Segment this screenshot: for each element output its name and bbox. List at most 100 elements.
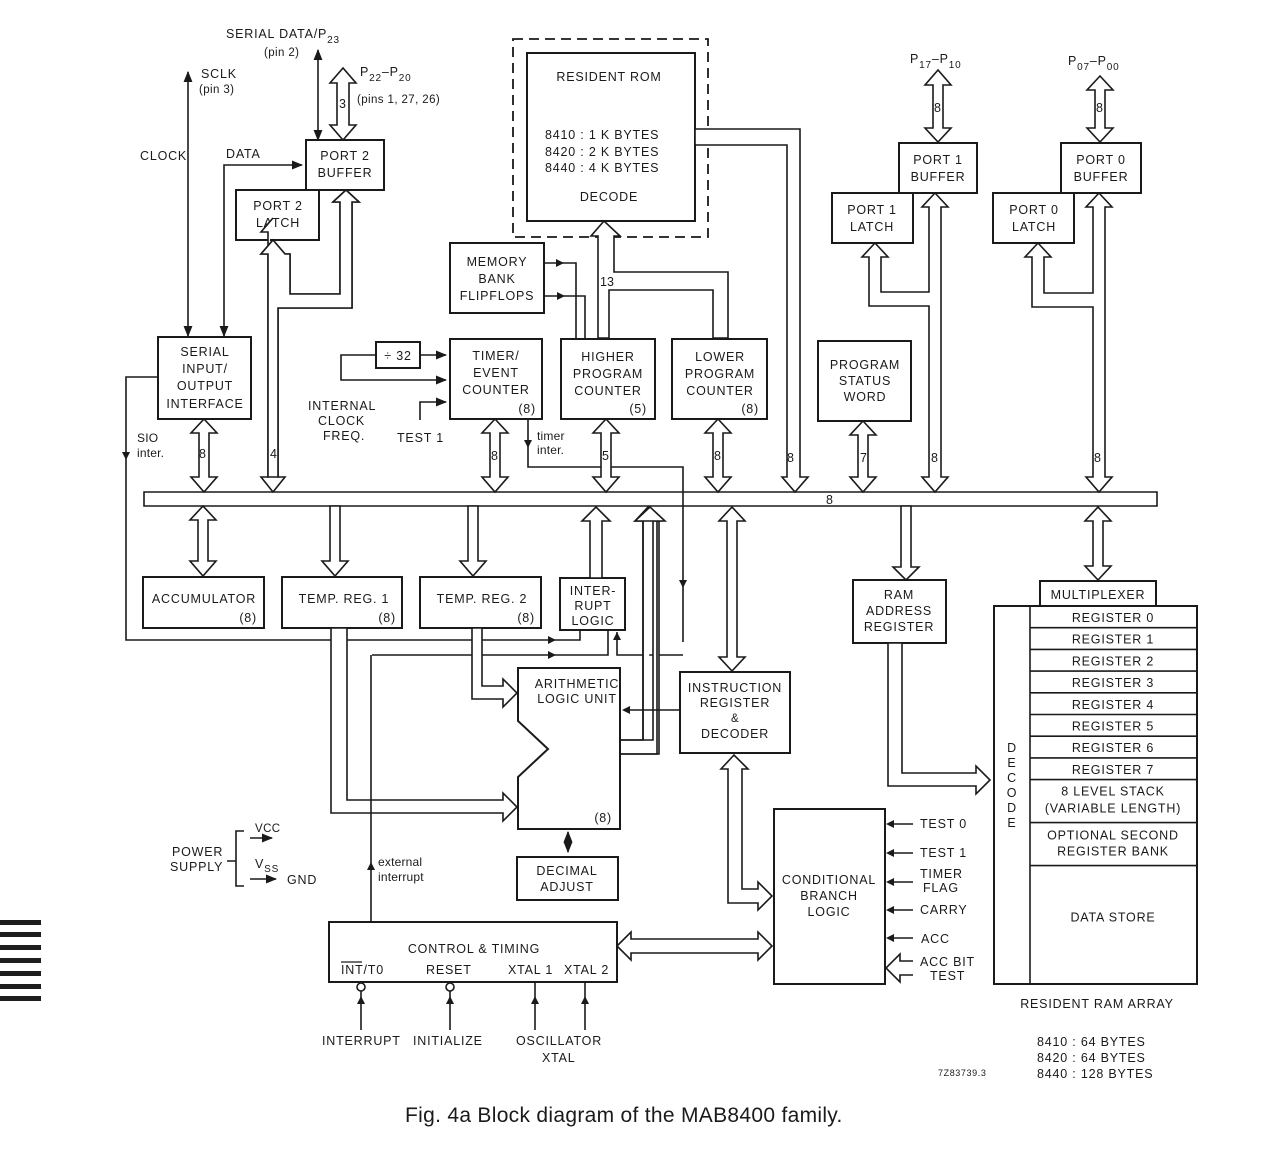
port1-latch: PORT 1 LATCH — [831, 192, 914, 244]
svg-text:REGISTER: REGISTER — [864, 620, 934, 634]
internal-clock-label-1: INTERNAL — [308, 399, 376, 413]
branch-input-timer: TIMER — [920, 867, 963, 881]
svg-text:BUFFER: BUFFER — [1074, 170, 1129, 184]
vcc-label: VCC — [255, 823, 280, 835]
port2-latch: PORT 2 LATCH — [235, 189, 320, 241]
svg-text:COUNTER: COUNTER — [686, 384, 753, 398]
serial-io-interface: SERIAL INPUT/ OUTPUT INTERFACE — [157, 336, 252, 420]
svg-text:DECIMAL: DECIMAL — [536, 864, 597, 878]
svg-text:ADJUST: ADJUST — [540, 880, 593, 894]
svg-text:÷ 32: ÷ 32 — [384, 349, 411, 363]
ram-size-8420: 8420 : 64 BYTES — [1037, 1051, 1146, 1065]
branch-input-acc: ACC — [921, 932, 950, 946]
acc-bit-test-arrow — [884, 952, 913, 984]
svg-text:TEMP. REG. 1: TEMP. REG. 1 — [299, 592, 390, 606]
power-bracket — [227, 830, 244, 887]
svg-text:D: D — [1007, 741, 1017, 755]
svg-text:INTER-: INTER- — [570, 584, 616, 598]
svg-text:C: C — [1007, 771, 1017, 785]
accumulator: ACCUMULATOR (8) — [142, 576, 265, 629]
svg-text:TIMER/: TIMER/ — [472, 349, 519, 363]
mbf-line-1 — [544, 262, 577, 338]
timer-interrupt-input-arrow — [613, 632, 621, 640]
svg-text:(8): (8) — [517, 611, 535, 625]
lpc-bus — [703, 417, 733, 494]
timer-inter-label-1: timer — [537, 429, 565, 443]
branch-condition-inputs: TEST 0 TEST 1 TIMER FLAG CARRY ACC ACC B… — [884, 817, 974, 984]
interrupt-inverter-bubble — [356, 982, 366, 992]
internal-clock-line — [340, 354, 448, 385]
svg-text:EVENT: EVENT — [473, 366, 519, 380]
main-bus-width: 8 — [826, 493, 833, 507]
port1-external-width: 8 — [934, 101, 941, 115]
decimal-adjust: DECIMAL ADJUST — [516, 856, 619, 901]
port1-internal-bus — [860, 191, 950, 494]
ram-address-to-decode — [887, 642, 992, 796]
timer-bus — [480, 417, 510, 494]
sclk-label: SCLK — [201, 67, 237, 81]
svg-text:INPUT/: INPUT/ — [182, 362, 228, 376]
svg-text:PORT 1: PORT 1 — [913, 153, 963, 167]
svg-text:LOGIC: LOGIC — [808, 905, 851, 919]
svg-text:8440 : 4 K BYTES: 8440 : 4 K BYTES — [545, 161, 659, 175]
timer-event-counter: TIMER/ EVENT COUNTER (8) — [449, 338, 543, 420]
ram-address-bus — [891, 505, 921, 582]
interrupt-logic-bus — [580, 505, 612, 579]
sio-bus-width: 8 — [199, 447, 206, 461]
ir-to-branch-bus — [719, 753, 774, 912]
accumulator-bus — [188, 504, 218, 578]
alu-bus-a — [620, 521, 644, 741]
svg-text:PORT 1: PORT 1 — [847, 203, 897, 217]
svg-text:SUPPLY: SUPPLY — [170, 860, 223, 874]
svg-text:RESIDENT ROM: RESIDENT ROM — [556, 70, 661, 84]
program-status-word: PROGRAM STATUS WORD — [817, 340, 912, 422]
svg-text:COUNTER: COUNTER — [462, 383, 529, 397]
svg-text:8410 : 1 K BYTES: 8410 : 1 K BYTES — [545, 128, 659, 142]
svg-text:OUTPUT: OUTPUT — [177, 379, 233, 393]
svg-text:LATCH: LATCH — [1012, 220, 1056, 234]
branch-input-test1: TEST 1 — [920, 846, 967, 860]
resident-rom: RESIDENT ROM 8410 : 1 K BYTES 8420 : 2 K… — [526, 52, 696, 222]
svg-text:SERIAL: SERIAL — [180, 345, 229, 359]
psw-bus-width: 7 — [860, 451, 867, 465]
svg-text:STATUS: STATUS — [839, 374, 891, 388]
svg-text:HIGHER: HIGHER — [581, 350, 634, 364]
lpc-bus-width: 8 — [714, 449, 721, 463]
svg-text:&: & — [731, 713, 739, 725]
interrupt-logic: INTER- RUPT LOGIC — [559, 577, 626, 631]
svg-text:MEMORY: MEMORY — [467, 255, 528, 269]
svg-text:LOGIC: LOGIC — [572, 614, 615, 628]
svg-text:DECODER: DECODER — [701, 727, 769, 741]
external-interrupt-label-1: external — [378, 855, 422, 869]
port2-pins-note: (pins 1, 27, 26) — [357, 94, 440, 106]
arithmetic-logic-unit: ARITHMETIC LOGIC UNIT (8) — [517, 667, 621, 830]
xtal1-pin: XTAL 1 — [508, 963, 553, 977]
xtal2-pin-arrow — [581, 996, 589, 1004]
hpc-bus-width: 5 — [602, 449, 609, 463]
interrupt-input-label: INTERRUPT — [322, 1034, 401, 1048]
mbf-line-2b — [565, 295, 586, 338]
branch-input-carry: CARRY — [920, 903, 968, 917]
internal-clock-label-2: CLOCK — [318, 414, 365, 428]
ram-second-bank-line2: REGISTER BANK — [1057, 845, 1169, 859]
ext-interrupt-to-logic — [372, 630, 609, 656]
timer-flag-arrow — [886, 878, 894, 886]
initialize-input-label: INITIALIZE — [413, 1034, 483, 1048]
svg-text:REGISTER: REGISTER — [700, 696, 770, 710]
port0-pins-label: P07–P00 — [1068, 54, 1120, 73]
svg-text:D: D — [1007, 801, 1017, 815]
serial-data-pin-label: SERIAL DATA/P23 — [226, 27, 340, 46]
oscillator-label: OSCILLATOR — [516, 1034, 602, 1048]
svg-text:BUFFER: BUFFER — [318, 166, 373, 180]
external-interrupt-arrow — [367, 862, 375, 870]
timer-inter-label-2: inter. — [537, 443, 564, 457]
svg-text:INSTRUCTION: INSTRUCTION — [688, 681, 782, 695]
svg-text:(5): (5) — [629, 402, 647, 416]
port2-pins-label: P22–P20 — [360, 65, 412, 84]
temp-reg1-bus — [320, 505, 350, 578]
ram-address-register: RAM ADDRESS REGISTER — [852, 579, 947, 644]
temp-register-1: TEMP. REG. 1 (8) — [281, 576, 403, 629]
ram-decode-label: D E C O D E — [1007, 741, 1017, 830]
branch-input-test: TEST — [930, 969, 965, 983]
branch-input-test0: TEST 0 — [920, 817, 967, 831]
